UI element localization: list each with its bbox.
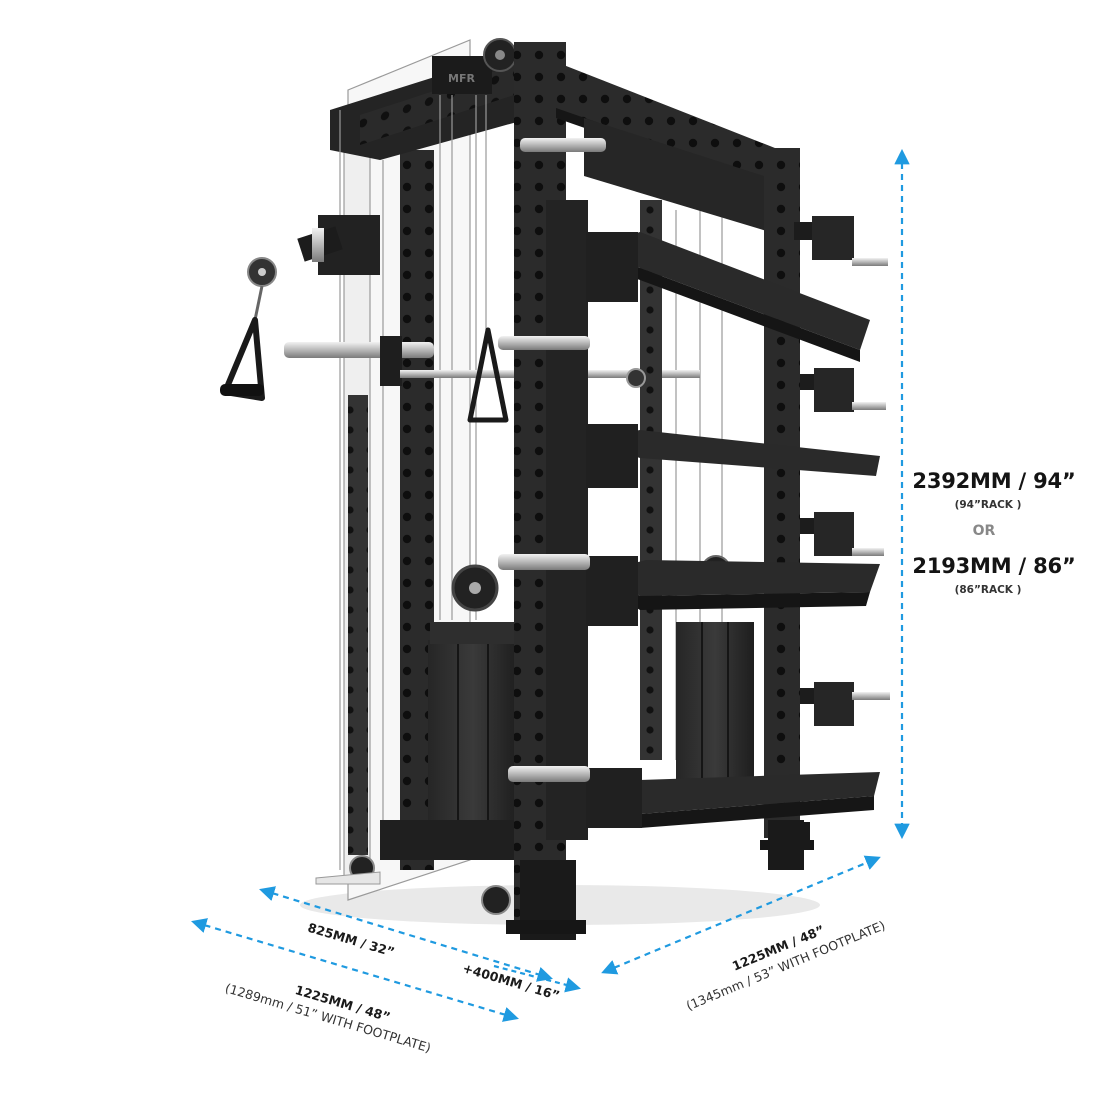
middle-upright [640, 200, 662, 760]
width-arrow [601, 855, 881, 975]
storage-shelf-bottom [586, 768, 880, 828]
right-pulley [626, 368, 646, 388]
width-note: (1345mm / 53” WITH FOOTPLATE) [684, 918, 887, 1014]
height-primary-note: (94”RACK ) [955, 499, 1022, 511]
inner-handle [467, 327, 509, 423]
total-depth-labels: 1225MM / 48” (1289mm / 51” WITH FOOTPLAT… [223, 980, 432, 1055]
weight-horn-4 [800, 682, 890, 726]
total-depth-arrow [191, 918, 519, 1022]
left-cable-arm [220, 215, 380, 401]
top-pulley-housing [432, 56, 492, 94]
storage-shelf-1 [586, 232, 870, 362]
storage-pin-2 [498, 336, 590, 350]
left-base [380, 820, 540, 860]
top-crossmember [584, 118, 770, 232]
left-barbell-sleeve [284, 342, 434, 358]
storage-pin-1 [520, 138, 606, 152]
dimension-annotations [191, 148, 910, 1022]
weight-horn-2 [800, 368, 886, 412]
height-secondary-label: 2193MM / 86” [912, 554, 1075, 578]
top-right-beam [556, 62, 780, 190]
extension-label: +400MM / 16” [461, 960, 561, 1003]
height-labels: 2392MM / 94” (94”RACK ) OR 2193MM / 86” … [912, 469, 1075, 596]
left-outer-upright-lower [348, 395, 368, 855]
right-weight-stack [676, 555, 754, 782]
right-main-upright [764, 148, 800, 838]
weight-horn-3 [800, 512, 884, 556]
storage-pin-4 [508, 766, 590, 782]
weight-horn-1 [794, 216, 888, 266]
height-primary-label: 2392MM / 94” [912, 469, 1075, 493]
rack-illustration: MFR [220, 38, 890, 940]
left-footplate [315, 871, 381, 885]
height-separator: OR [973, 523, 996, 539]
front-plate [546, 200, 588, 840]
left-weight-stack [428, 564, 518, 840]
extension-arrow [493, 964, 581, 993]
storage-shelf-3 [586, 556, 880, 626]
front-foot [506, 920, 586, 934]
storage-shelf-2 [586, 424, 880, 488]
height-secondary-note: (86”RACK ) [955, 584, 1022, 596]
logo-text: MFR [448, 72, 475, 85]
storage-pin-3 [498, 554, 590, 570]
inner-depth-label: 825MM / 32” [306, 920, 396, 960]
